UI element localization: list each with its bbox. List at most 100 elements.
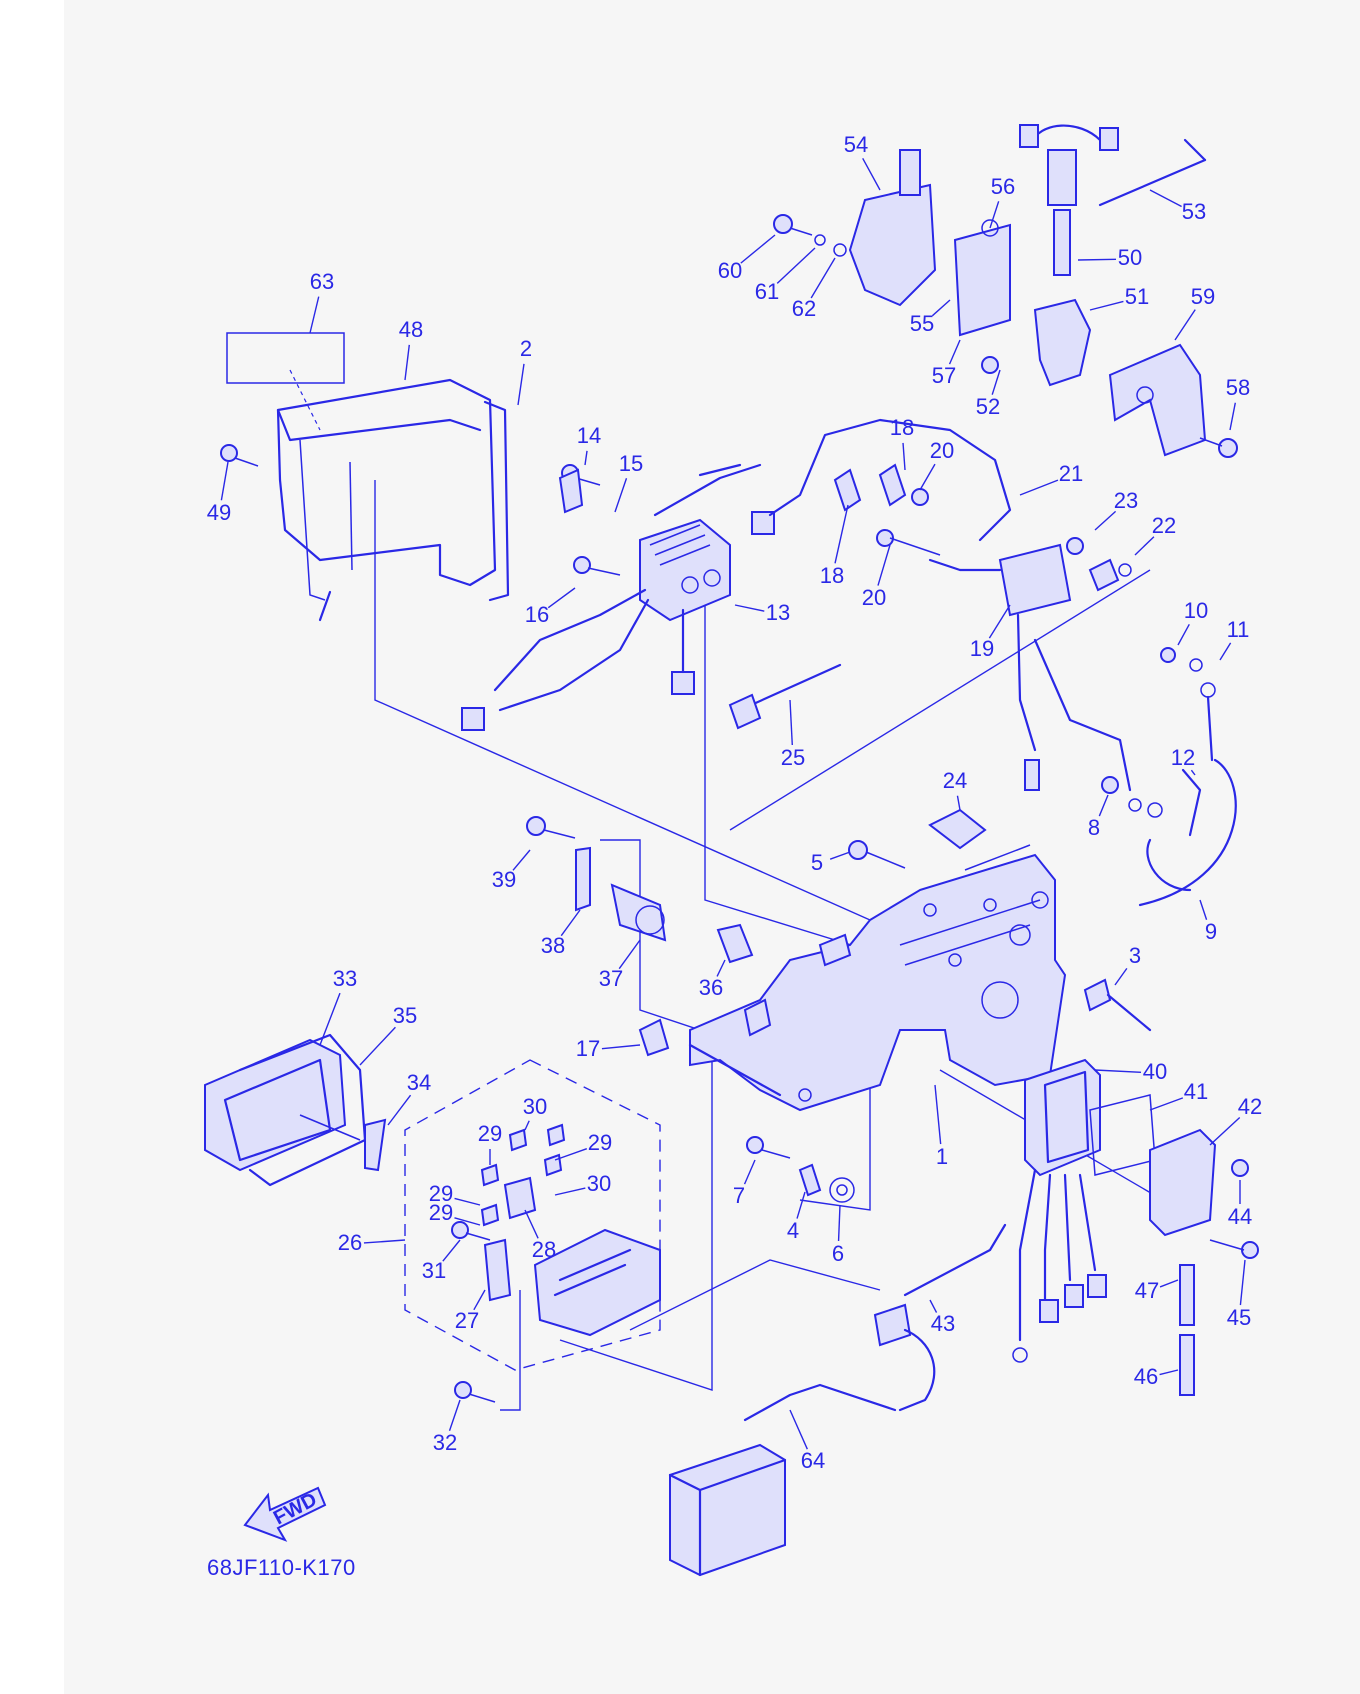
callout-leader-3 (1114, 967, 1128, 986)
callout-45: 45 (1227, 1305, 1251, 1330)
callout-43: 43 (931, 1311, 955, 1336)
callout-leader-29 (554, 1148, 588, 1161)
callout-53: 53 (1182, 199, 1206, 224)
diagram-code: 68JF110-K170 (207, 1555, 356, 1580)
callout-19: 19 (970, 636, 994, 661)
ground-leads (1101, 647, 1237, 907)
callout-39: 39 (492, 867, 516, 892)
callout-59: 59 (1191, 284, 1215, 309)
callout-20: 20 (930, 438, 954, 463)
callout-leader-34 (387, 1094, 412, 1126)
callout-leader-18 (834, 504, 849, 564)
callout-38: 38 (541, 933, 565, 958)
cable-tie-25 (728, 663, 842, 730)
callout-leader-7 (743, 1159, 756, 1185)
callout-9: 9 (1205, 919, 1217, 944)
callout-leader-25 (789, 699, 793, 746)
callout-55: 55 (910, 311, 934, 336)
part-17 (638, 1018, 782, 1097)
callout-leader-63 (309, 296, 320, 334)
callout-leader-35 (359, 1026, 396, 1066)
grommets-4-7 (746, 1136, 855, 1203)
callout-7: 7 (733, 1183, 745, 1208)
callout-leader-53 (1149, 189, 1182, 208)
callout-2: 2 (520, 336, 532, 361)
callout-4: 4 (787, 1218, 799, 1243)
callout-29: 29 (429, 1200, 453, 1225)
callout-leader-64 (789, 1409, 808, 1450)
callout-leader-58 (1229, 402, 1237, 431)
callout-leader-6 (837, 1204, 841, 1242)
callout-42: 42 (1238, 1094, 1262, 1119)
callout-29: 29 (478, 1121, 502, 1146)
callout-leader-31 (442, 1239, 461, 1262)
callout-leader-28 (524, 1209, 539, 1239)
plug-cap-50 (981, 124, 1207, 387)
bracket-24 (928, 808, 987, 850)
callout-49: 49 (207, 500, 231, 525)
callout-leader-56 (989, 201, 1000, 229)
callout-18: 18 (820, 563, 844, 588)
callout-leader-10 (1177, 623, 1190, 646)
callout-32: 32 (433, 1430, 457, 1455)
callout-11: 11 (1227, 617, 1250, 642)
callout-leader-33 (319, 992, 341, 1046)
regulator-40 (903, 1058, 1259, 1396)
callout-61: 61 (755, 279, 779, 304)
callout-27: 27 (455, 1308, 479, 1333)
callout-63: 63 (310, 269, 334, 294)
callout-leader-23 (1094, 510, 1117, 531)
callout-14: 14 (577, 423, 601, 448)
callout-29: 29 (588, 1130, 612, 1155)
callout-62: 62 (792, 296, 816, 321)
callout-leader-43 (929, 1299, 938, 1313)
callout-41: 41 (1184, 1079, 1208, 1104)
callout-34: 34 (407, 1070, 431, 1095)
callout-35: 35 (393, 1003, 417, 1028)
battery-lead-64 (668, 1303, 936, 1577)
callout-18: 18 (890, 415, 914, 440)
callout-60: 60 (718, 258, 742, 283)
callout-leader-12 (1190, 769, 1196, 776)
callout-leader-9 (1199, 899, 1208, 920)
callout-leader-48 (404, 344, 410, 381)
callout-leader-2 (517, 363, 525, 406)
callout-leader-49 (220, 461, 229, 501)
callout-leader-18 (902, 442, 906, 471)
callout-leader-39 (512, 849, 531, 871)
cover-33 (204, 1033, 387, 1187)
callout-leader-42 (1209, 1116, 1241, 1146)
callout-46: 46 (1134, 1364, 1158, 1389)
callout-leader-19 (988, 604, 1011, 639)
callout-leader-27 (473, 1289, 486, 1311)
callout-leader-37 (618, 939, 641, 970)
callout-leader-14 (584, 450, 588, 466)
callout-leader-17 (601, 1044, 641, 1050)
callout-28: 28 (532, 1237, 556, 1262)
main-bracket (689, 840, 1067, 1112)
relay-13 (461, 418, 1012, 731)
callout-leader-50 (1077, 258, 1117, 261)
callout-13: 13 (766, 600, 790, 625)
callout-56: 56 (991, 174, 1015, 199)
brackets-36-39 (526, 816, 754, 964)
callout-24: 24 (943, 768, 967, 793)
callout-leader-21 (1019, 479, 1059, 496)
callout-29: 29 (429, 1181, 453, 1206)
callout-8: 8 (1088, 815, 1100, 840)
fwd-label: FWD (270, 1489, 321, 1530)
callout-leaders (220, 157, 1246, 1450)
callout-31: 31 (422, 1258, 446, 1283)
callout-47: 47 (1135, 1278, 1159, 1303)
callout-leader-11 (1219, 642, 1232, 661)
top-cover-48 (220, 332, 510, 622)
callout-1: 1 (936, 1144, 948, 1169)
callout-52: 52 (976, 394, 1000, 419)
callout-3: 3 (1129, 943, 1141, 968)
callout-leader-16 (547, 587, 576, 609)
callout-21: 21 (1059, 461, 1083, 486)
callout-48: 48 (399, 317, 423, 342)
callout-leader-45 (1239, 1259, 1246, 1306)
callout-leader-8 (1098, 794, 1109, 817)
callout-16: 16 (525, 602, 549, 627)
